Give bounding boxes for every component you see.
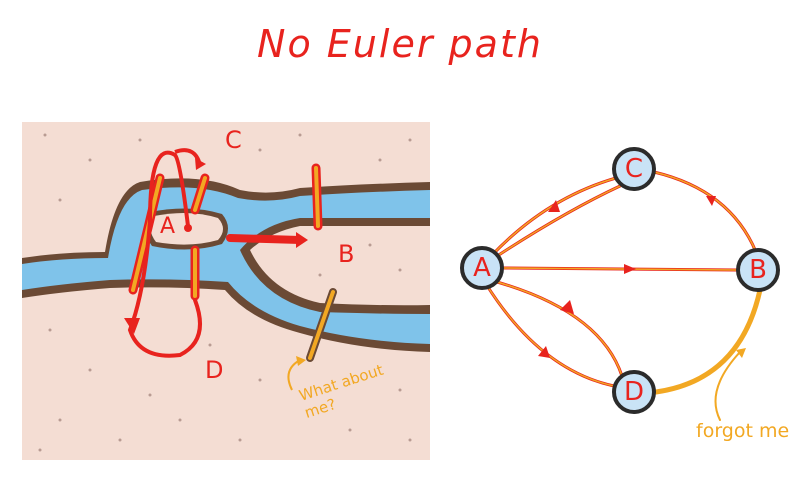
arrow-a-d [538,346,550,358]
walking-route [127,150,202,358]
arrow-c-b [706,196,716,206]
land-speckles [38,133,412,452]
node-label-c: C [624,154,644,184]
map-label-a: A [160,214,176,239]
start-dot [184,224,192,232]
map-label-b: B [338,240,355,268]
graph-annotation: forgot me [696,420,790,442]
route-arrow-2 [124,318,140,334]
arrow-a-d-2 [560,300,574,314]
node-label-d: D [623,377,645,407]
arrow-a-b [624,264,636,274]
node-label-b: B [749,255,767,285]
map-label-c: C [225,126,242,154]
node-a [460,246,504,290]
route-arrow-3 [296,232,308,248]
bridge-5 [226,234,304,244]
edge-d-b-forgotten [653,287,763,395]
graph-annotation-arrow [714,351,741,421]
node-d [612,370,656,414]
route-arrow-1 [195,158,206,170]
arrow-a-c [548,200,560,212]
edge-c-b [652,170,758,254]
river-water [22,187,430,344]
node-label-a: A [473,253,491,283]
map-label-d: D [205,356,224,384]
page-title: No Euler path [257,22,543,66]
node-c [612,147,656,191]
node-b [736,248,780,292]
